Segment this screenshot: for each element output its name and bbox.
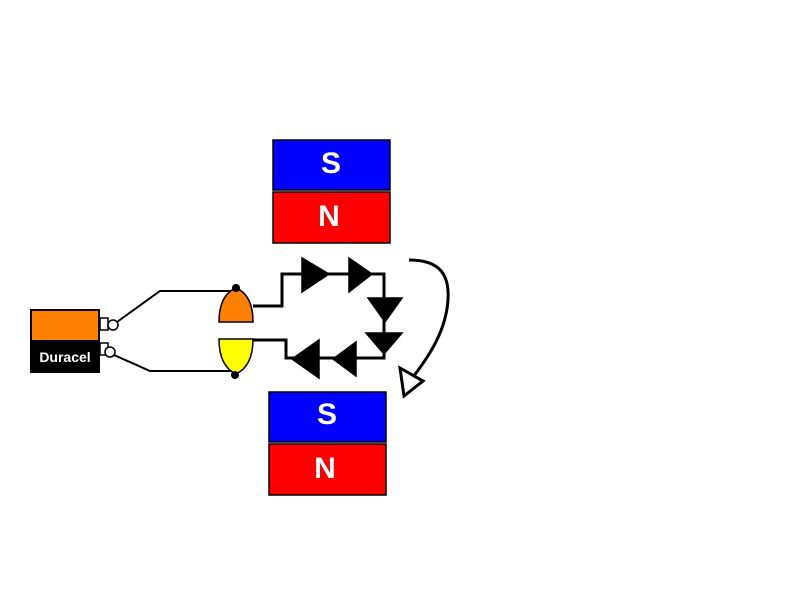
upper-magnet-north-pole	[272, 191, 391, 244]
arrow-head-right-1	[366, 297, 404, 324]
brush-contact-icon	[218, 287, 254, 323]
lower-magnet-north-pole	[268, 443, 387, 496]
commutator	[218, 284, 254, 379]
battery-icon: Duracel	[30, 309, 119, 373]
coil-wire-bottom	[253, 338, 386, 360]
lower-magnet-south-label: S	[317, 398, 337, 431]
lower-magnet-south-pole	[268, 391, 387, 443]
arrow-head-top-2	[348, 256, 374, 294]
battery-terminal-post-upper	[107, 319, 119, 331]
upper-magnet-south-pole	[272, 139, 391, 191]
battery-terminal-upper	[99, 317, 109, 331]
rotation-arrow-curve	[408, 258, 450, 378]
brush-contact-lower	[218, 338, 254, 375]
battery-wires	[113, 290, 236, 372]
lower-magnet: S N	[268, 391, 387, 496]
current-arrows	[290, 256, 404, 380]
brush-pivot-upper	[232, 284, 240, 292]
upper-magnet-north-label: N	[318, 200, 340, 233]
upper-magnet-south-label: S	[321, 147, 341, 180]
brush-pivot-lower	[231, 371, 239, 379]
rotation-arrow-head	[398, 365, 426, 399]
battery-terminal-post-lower	[104, 346, 116, 358]
wire-upper	[116, 290, 236, 323]
upper-magnet: S N	[272, 139, 391, 244]
wire-lower	[113, 354, 236, 372]
arrow-head-bottom-1	[331, 340, 357, 378]
rotation-arrow-icon	[398, 258, 450, 399]
battery-label: Duracel	[39, 349, 90, 365]
arrow-head-right-2	[364, 332, 404, 356]
battery-top	[32, 311, 98, 340]
arrow-head-icon	[301, 256, 331, 294]
lower-magnet-north-label: N	[314, 452, 336, 485]
arrow-head-bottom-2	[290, 338, 320, 380]
